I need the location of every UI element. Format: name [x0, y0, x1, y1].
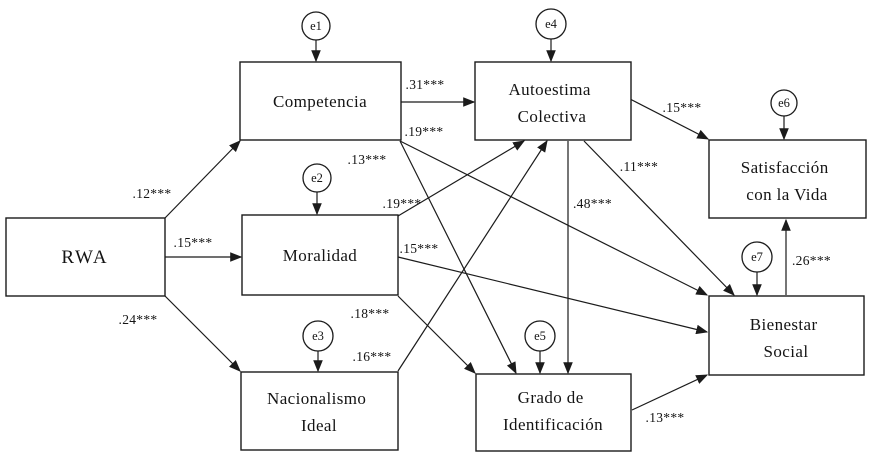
coef-autoestima-bienestar: .11***: [620, 159, 658, 174]
coef-competencia-bienestar: .19***: [405, 124, 444, 139]
node-nacionalismo-ideal-label: Nacionalismo Ideal: [267, 389, 371, 435]
path-coefficients: .12*** .15*** .24*** .31*** .13*** .19**…: [119, 77, 831, 425]
error-e5-label: e5: [534, 329, 546, 343]
node-bienestar-social-label: Bienestar Social: [750, 315, 822, 361]
node-competencia-label: Competencia: [273, 92, 367, 111]
node-satisfaccion-vida-box: [708, 139, 867, 219]
node-bienestar-social-line2: Social: [764, 342, 809, 361]
error-e7-circle: [741, 241, 773, 273]
error-e7-label: e7: [751, 250, 763, 264]
error-e1-circle: [301, 11, 331, 41]
node-grado-identificacion: Grado de Identificación: [475, 373, 632, 452]
error-terms: e1 e2 e3 e4 e5 e6 e7: [301, 8, 798, 375]
error-e3-circle: [302, 320, 334, 352]
error-e2: e2: [302, 163, 332, 216]
path-rwa-nacionalismo: [164, 295, 241, 372]
coef-rwa-competencia: .12***: [133, 186, 172, 201]
node-bienestar-social-box: [708, 295, 865, 376]
coef-autoestima-grado: .48***: [573, 196, 612, 211]
node-nacionalismo-ideal-line2: Ideal: [301, 416, 337, 435]
node-moralidad: Moralidad: [241, 214, 399, 296]
error-e1: e1: [301, 11, 331, 63]
error-e3: e3: [302, 320, 334, 373]
node-bienestar-social-line1: Bienestar: [750, 315, 818, 334]
error-e6-circle: [770, 89, 798, 117]
node-bienestar-social: Bienestar Social: [708, 295, 865, 376]
path-competencia-bienestar: [399, 140, 709, 296]
node-moralidad-box: [241, 214, 399, 296]
node-satisfaccion-vida-label: Satisfacción con la Vida: [741, 158, 834, 204]
node-autoestima-colectiva-box: [474, 61, 632, 141]
error-e2-label: e2: [311, 171, 323, 185]
node-moralidad-label: Moralidad: [283, 246, 358, 265]
node-grado-identificacion-label: Grado de Identificación: [503, 388, 603, 434]
node-grado-identificacion-line2: Identificación: [503, 415, 603, 434]
path-moralidad-bienestar: [397, 256, 709, 335]
node-satisfaccion-vida-line2: con la Vida: [746, 185, 827, 204]
node-autoestima-colectiva-label: Autoestima Colectiva: [508, 80, 595, 126]
coef-bienestar-satisfaccion: .26***: [792, 253, 831, 268]
path-moralidad-grado: [397, 295, 476, 374]
nodes: RWA Competencia Moralidad Nacionalismo I…: [5, 61, 867, 452]
path-rwa-competencia: [164, 140, 241, 219]
path-grado-bienestar: [631, 374, 709, 411]
node-competencia: Competencia: [239, 61, 402, 141]
node-rwa-label: RWA: [61, 247, 108, 268]
coef-competencia-grado: .13***: [348, 152, 387, 167]
error-e3-label: e3: [312, 329, 324, 343]
node-competencia-box: [239, 61, 402, 141]
path-moralidad-autoestima: [397, 140, 526, 217]
error-e4-circle: [535, 8, 567, 40]
node-satisfaccion-vida-line1: Satisfacción: [741, 158, 829, 177]
node-satisfaccion-vida: Satisfacción con la Vida: [708, 139, 867, 219]
error-e2-circle: [302, 163, 332, 193]
error-e6-label: e6: [778, 96, 790, 110]
coef-autoestima-satisfaccion: .15***: [663, 100, 702, 115]
path-nacionalismo-autoestima: [397, 139, 548, 372]
error-e1-label: e1: [310, 19, 322, 33]
node-grado-identificacion-box: [475, 373, 632, 452]
coef-nacionalismo-autoestima: .16***: [353, 349, 392, 364]
node-rwa: RWA: [5, 217, 166, 297]
coef-competencia-autoestima: .31***: [406, 77, 445, 92]
node-autoestima-colectiva-line1: Autoestima: [508, 80, 590, 99]
coef-moralidad-grado: .18***: [351, 306, 390, 321]
coef-rwa-nacionalismo: .24***: [119, 312, 158, 327]
node-grado-identificacion-line1: Grado de: [518, 388, 584, 407]
coef-moralidad-autoestima: .19***: [383, 196, 422, 211]
paths: [164, 97, 791, 411]
coef-grado-bienestar: .13***: [646, 410, 685, 425]
coef-moralidad-bienestar: .15***: [400, 241, 439, 256]
error-e5: e5: [524, 320, 556, 375]
path-autoestima-bienestar: [583, 140, 735, 296]
error-e5-circle: [524, 320, 556, 352]
node-autoestima-colectiva: Autoestima Colectiva: [474, 61, 632, 141]
path-competencia-grado: [399, 140, 517, 375]
node-nacionalismo-ideal: Nacionalismo Ideal: [240, 371, 399, 451]
node-rwa-box: [5, 217, 166, 297]
coef-rwa-moralidad: .15***: [174, 235, 213, 250]
error-e4-label: e4: [545, 17, 558, 31]
path-autoestima-satisfaccion: [629, 98, 710, 140]
node-nacionalismo-ideal-box: [240, 371, 399, 451]
node-nacionalismo-ideal-line1: Nacionalismo: [267, 389, 366, 408]
error-e6: e6: [770, 89, 798, 141]
error-e7: e7: [741, 241, 773, 297]
node-autoestima-colectiva-line2: Colectiva: [518, 107, 587, 126]
error-e4: e4: [535, 8, 567, 63]
